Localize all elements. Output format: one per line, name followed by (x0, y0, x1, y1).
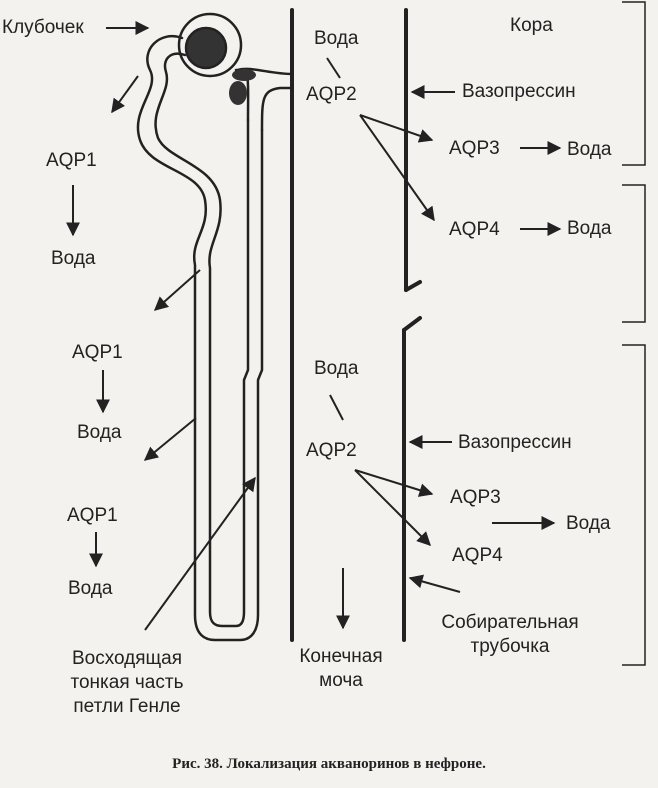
arrow-out-3 (143, 417, 197, 461)
arrow-aqp2-aqp4-bottom (354, 469, 431, 546)
label-aqp4-bottom: AQP4 (452, 545, 503, 566)
label-water-bottom-right: Вода (566, 513, 611, 534)
label-vasopressin-bottom: Вазопрессин (458, 432, 572, 453)
proximal-tubule-inner (154, 52, 250, 628)
arrow-out-2 (153, 269, 201, 311)
arrow-aqp2-aqp3-bottom (354, 469, 434, 497)
label-water-top: Вода (314, 28, 359, 49)
bowman-capsule (177, 12, 243, 78)
label-ascending-line-1: Восходящая (71, 648, 183, 669)
distal-tubule-outer (260, 86, 294, 132)
line-water-aqp2-top (326, 57, 341, 79)
label-aqp2-top: AQP2 (306, 84, 357, 105)
label-urine-line-2: моча (319, 670, 363, 691)
middle-bracket (622, 184, 646, 323)
cortex-bracket (622, 1, 646, 166)
label-urine-line-1: Конечная (299, 646, 383, 667)
label-water-bottom: Вода (314, 358, 359, 379)
arrow-ascending (144, 476, 256, 631)
label-water-b: Вода (77, 422, 122, 443)
arrow-out-1 (111, 75, 139, 114)
label-aqp4-top: AQP4 (449, 219, 500, 240)
label-aqp3-bottom: AQP3 (450, 487, 501, 508)
line-water-aqp2-bottom (329, 394, 344, 421)
wall-break-lower (402, 316, 422, 332)
label-aqp2-bottom: AQP2 (306, 440, 357, 461)
macula-densa-2 (232, 69, 256, 81)
label-glomerulus: Клубочек (2, 17, 84, 38)
label-water-a: Вода (51, 248, 96, 269)
label-water-aqp4-top: Вода (567, 218, 612, 239)
figure-caption: Рис. 38. Локализация акванори­нов в нефр… (172, 756, 486, 772)
arrow-collecting (408, 574, 461, 593)
arrow-aqp2-aqp3-top (359, 114, 434, 143)
label-water-aqp3-top: Вода (567, 139, 612, 160)
label-aqp1-a: AQP1 (46, 150, 97, 171)
proximal-tubule-outer (136, 35, 264, 642)
label-aqp3-top: AQP3 (449, 138, 500, 159)
macula-densa-1 (229, 81, 247, 105)
label-water-c: Вода (68, 578, 113, 599)
glomerulus-tuft (184, 26, 228, 70)
label-collecting-line-2: трубочка (470, 636, 550, 657)
arrow-aqp2-aqp4-top (359, 114, 435, 222)
label-vasopressin-top: Вазопрессин (462, 81, 576, 102)
wall-break-upper (404, 280, 422, 292)
label-aqp1-b: AQP1 (72, 342, 123, 363)
label-ascending-line-2: тонкая часть (70, 672, 184, 693)
label-aqp1-c: AQP1 (67, 505, 118, 526)
medulla-bracket (622, 344, 646, 666)
label-cortex: Кора (510, 15, 553, 36)
label-ascending-line-3: петли Генле (73, 696, 181, 717)
label-collecting-line-1: Собирательная (441, 612, 579, 633)
